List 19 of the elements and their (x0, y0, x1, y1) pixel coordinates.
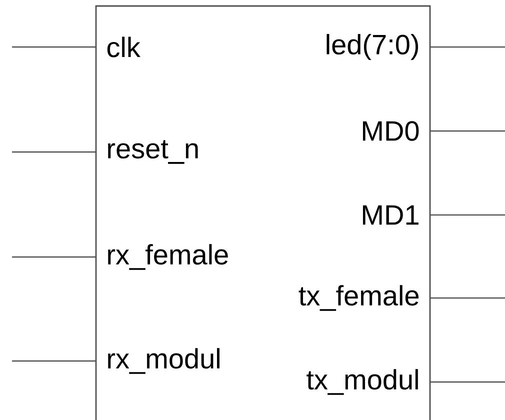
pin-label: tx_modul (306, 369, 418, 395)
block-box (95, 5, 431, 420)
pin-label: tx_female (298, 285, 419, 311)
pin-line (12, 256, 96, 258)
pin-label: reset_n (108, 140, 198, 164)
pin-label: clk (107, 36, 140, 58)
pin-label: rx_female (108, 244, 228, 270)
pin-label: MD0 (362, 121, 419, 141)
pin-line (430, 46, 505, 48)
pin-label: MD1 (362, 205, 418, 225)
pin-line (430, 297, 505, 299)
pin-line (12, 360, 96, 362)
pin-line (12, 151, 96, 153)
pin-line (430, 381, 505, 383)
pin-line (12, 46, 96, 48)
pin-label: led(7:0) (326, 34, 418, 60)
pin-label: rx_modul (108, 348, 220, 374)
pin-line (430, 214, 505, 216)
pin-line (430, 130, 505, 132)
